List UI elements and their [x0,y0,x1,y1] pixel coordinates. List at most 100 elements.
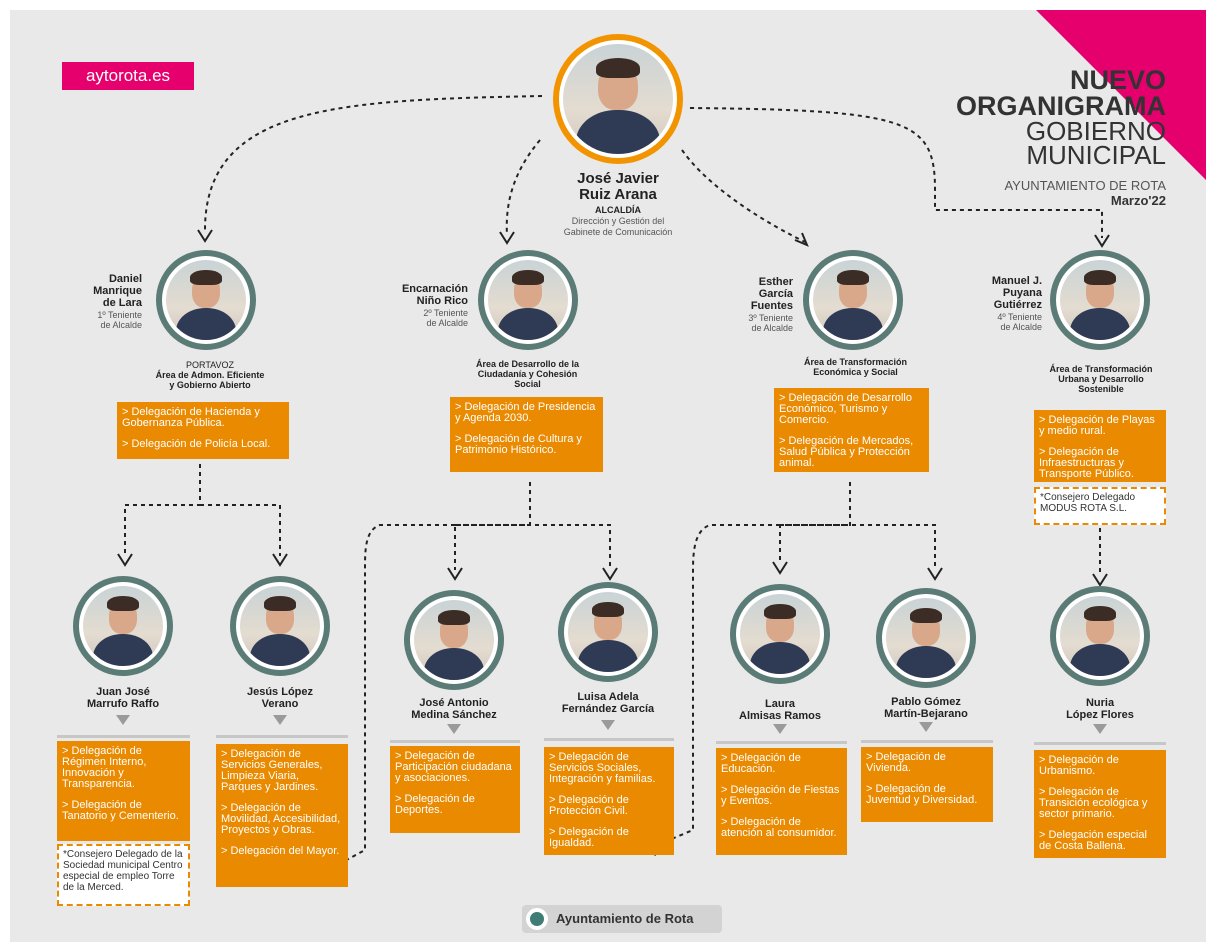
teniente-2-name-2: Niño Rico [416,295,468,307]
footer-logo: Ayuntamiento de Rota [522,905,722,933]
delegation-item: > Delegación de Igualdad. [549,826,629,849]
concejal-6-name-2: Martín-Bejarano [884,708,968,720]
teniente-4-extra-note: *Consejero Delegado MODUS ROTA S.L. [1034,487,1166,525]
delegation-item: > Delegación de Participación ciudadana … [395,750,512,784]
teniente-2-role-1: 2º Teniente [423,308,468,318]
delegation-item: > Delegación de Desarrollo Económico, Tu… [779,392,912,426]
mayor-name-1: José Javier [577,170,659,187]
teniente-4-delegations: > Delegación de Playas y medio rural. > … [1034,410,1166,482]
concejal-1-name-1: Juan José [96,686,150,698]
delegation-item: > Delegación de Protección Civil. [549,794,629,817]
delegation-item: > Delegación de Cultura y Patrimonio His… [455,433,582,456]
concejal-4-photo [558,582,658,682]
delegation-item: > Delegación de Transición ecológica y s… [1039,786,1148,820]
concejal-5-photo [730,584,830,684]
concejal-6-name-1: Pablo Gómez [891,696,961,708]
delegation-item: > Delegación de Tanatorio y Cementerio. [62,799,179,822]
teniente-4-name-2: Puyana [1002,287,1042,299]
delegation-item: > Delegación de Servicios Sociales, Inte… [549,751,656,785]
delegation-item: > Delegación de Playas y medio rural. [1039,414,1155,437]
concejal-1-name-2: Marrufo Raffo [86,698,160,710]
teniente-3-photo [803,250,903,350]
down-triangle-icon [601,720,615,730]
title-line-3: GOBIERNO [1025,116,1166,146]
teniente-3-role-2: de Alcalde [751,323,793,333]
title-line-2: ORGANIGRAMA [956,91,1166,121]
concejal-5-name-2: Almisas Ramos [739,710,821,722]
title-date: Marzo'22 [1110,193,1166,208]
title-line-5: AYUNTAMIENTO DE ROTA [1004,178,1166,193]
concejal-2-name-2: Verano [261,698,299,710]
delegation-item: > Delegación del Mayor. [221,845,340,857]
concejal-3-delegations: > Delegación de Participación ciudadana … [390,746,520,833]
delegation-item: > Delegación de Juventud y Diversidad. [866,783,978,806]
teniente-1-name-1: Daniel [108,273,142,285]
website-label[interactable]: aytorota.es [62,62,194,90]
down-triangle-icon [273,715,287,725]
teniente-1-photo [156,250,256,350]
delegation-item: > Delegación de Presidencia y Agenda 203… [455,401,596,424]
mayor-desc-1: Dirección y Gestión del [571,216,665,226]
down-triangle-icon [116,715,130,725]
delegation-item: > Delegación de Mercados, Salud Pública … [779,435,914,469]
teniente-3-area-1: Área de Transformación [803,357,908,367]
concejal-2-name-1: Jesús López [246,686,314,698]
teniente-3-name-1: Esther [758,276,793,288]
city-logo-icon [526,908,548,930]
mayor-desc-2: Gabinete de Comunicación [563,227,673,237]
concejal-3-name-1: José Antonio [419,697,489,709]
teniente-1-area-2: y Gobierno Abierto [169,380,251,390]
title-line-1: NUEVO [1069,65,1166,95]
teniente-4-photo [1050,250,1150,350]
down-triangle-icon [1093,724,1107,734]
concejal-6-photo [876,588,976,688]
teniente-1-role-1: 1º Teniente [97,310,142,320]
delegation-item: > Delegación de Movilidad, Accesibilidad… [221,802,341,836]
concejal-3-name-2: Medina Sánchez [411,709,497,721]
teniente-1-role-2: de Alcalde [100,320,142,330]
teniente-3-name-3: Fuentes [750,300,793,312]
teniente-4-role-2: de Alcalde [1000,322,1042,332]
divider [216,735,348,738]
teniente-2-delegations: > Delegación de Presidencia y Agenda 203… [450,397,603,472]
org-chart: aytorota.es NUEVO ORGANIGRAMA GOBIERNO M… [10,10,1206,942]
teniente-1-name-3: de Lara [102,297,142,309]
footer-text: Ayuntamiento de Rota [556,911,694,926]
teniente-2-role-2: de Alcalde [426,318,468,328]
concejal-6-delegations: > Delegación de Vivienda. > Delegación d… [861,747,993,822]
concejal-7-name-1: Nuria [1085,697,1115,709]
teniente-4-role-1: 4º Teniente [997,312,1042,322]
teniente-3-area-2: Económica y Social [813,367,898,377]
teniente-2-area-1: Área de Desarrollo de la [475,359,580,369]
delegation-item: > Delegación de Policía Local. [122,438,271,450]
divider [544,738,674,741]
down-triangle-icon [447,724,461,734]
delegation-item: > Delegación de Régimen Interno, Innovac… [62,745,147,790]
delegation-item: > Delegación de Urbanismo. [1039,754,1119,777]
concejal-4-delegations: > Delegación de Servicios Sociales, Inte… [544,747,674,855]
teniente-3-role-1: 3º Teniente [748,313,793,323]
teniente-1-name-2: Manrique [93,285,142,297]
concejal-7-name-2: López Flores [1066,709,1134,721]
teniente-2-area-3: Social [514,379,541,389]
teniente-3-name-2: García [758,288,793,300]
concejal-7-delegations: > Delegación de Urbanismo. > Delegación … [1034,750,1166,858]
connector-lines [117,95,1110,878]
teniente-2-photo [478,250,578,350]
teniente-2-area-2: Ciudadanía y Cohesión [477,369,578,379]
teniente-3-delegations: > Delegación de Desarrollo Económico, Tu… [774,388,929,472]
teniente-4-name-1: Manuel J. [991,275,1042,287]
concejal-1-photo [73,576,173,676]
teniente-2-name-1: Encarnación [401,283,468,295]
down-triangle-icon [919,722,933,732]
concejal-7-photo [1050,586,1150,686]
teniente-4-area-1: Área de Transformación [1049,364,1153,374]
delegation-item: > Delegación de Fiestas y Eventos. [721,784,840,807]
divider [390,740,520,743]
delegation-item: > Delegación de Infraestructuras y Trans… [1039,446,1134,480]
concejal-3-photo [404,590,504,690]
divider [716,741,847,744]
down-triangle-icon [773,724,787,734]
delegation-item: > Delegación de Educación. [721,752,801,775]
divider [57,735,190,738]
